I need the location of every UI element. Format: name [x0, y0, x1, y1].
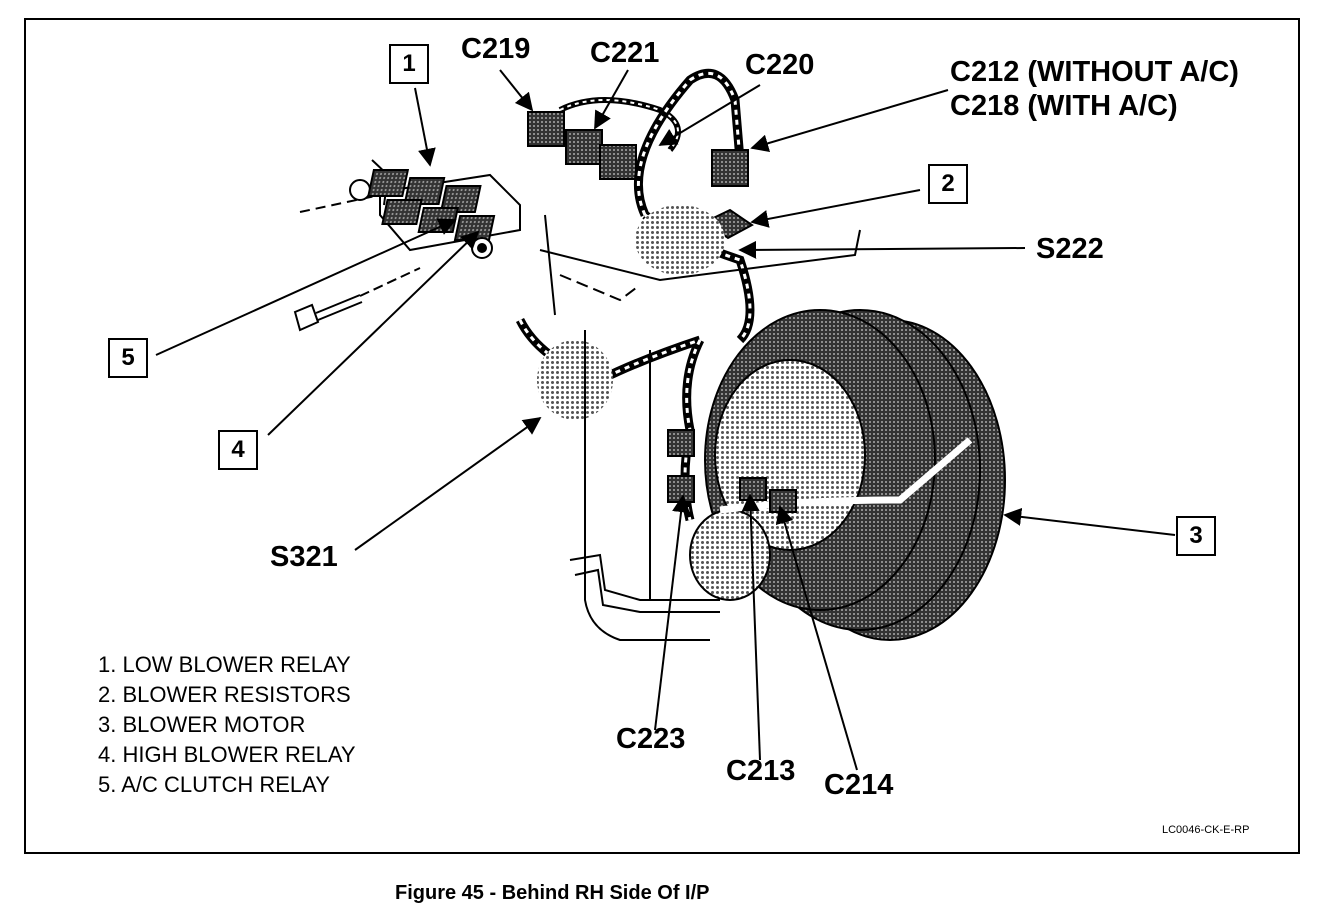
reference-code: LC0046-CK-E-RP: [1162, 824, 1250, 836]
label-c218: C218 (WITH A/C): [950, 90, 1178, 122]
callout-5-box: 5: [108, 338, 148, 378]
label-c221: C221: [590, 37, 660, 69]
connector-c218: [711, 149, 749, 187]
blower-motor: [689, 309, 1006, 641]
label-c220: C220: [745, 49, 815, 81]
callout-3-box: 3: [1176, 516, 1216, 556]
splice-s222: [635, 205, 725, 275]
splice-s321: [537, 340, 613, 420]
legend-item: 1. LOW BLOWER RELAY: [98, 652, 351, 677]
callout-4-box: 4: [218, 430, 258, 470]
legend-item: 4. HIGH BLOWER RELAY: [98, 742, 356, 767]
label-s222: S222: [1036, 233, 1104, 265]
callout-1-box: 1: [389, 44, 429, 84]
label-c214: C214: [824, 769, 894, 801]
leader-lines: [155, 69, 1176, 771]
label-c213: C213: [726, 755, 796, 787]
label-c212: C212 (WITHOUT A/C): [950, 56, 1239, 88]
connector-cluster: [527, 97, 681, 180]
figure-frame: [24, 18, 1300, 854]
label-c223: C223: [616, 723, 686, 755]
callout-2-box: 2: [928, 164, 968, 204]
label-s321: S321: [270, 541, 338, 573]
legend-list: 1. LOW BLOWER RELAY 2. BLOWER RESISTORS …: [98, 650, 356, 800]
label-c219: C219: [461, 33, 531, 65]
figure-caption: Figure 45 - Behind RH Side Of I/P: [395, 882, 710, 904]
legend-item: 3. BLOWER MOTOR: [98, 712, 306, 737]
legend-item: 5. A/C CLUTCH RELAY: [98, 772, 330, 797]
legend-item: 2. BLOWER RESISTORS: [98, 682, 351, 707]
heater-case: [539, 214, 861, 641]
screw: [293, 267, 421, 332]
